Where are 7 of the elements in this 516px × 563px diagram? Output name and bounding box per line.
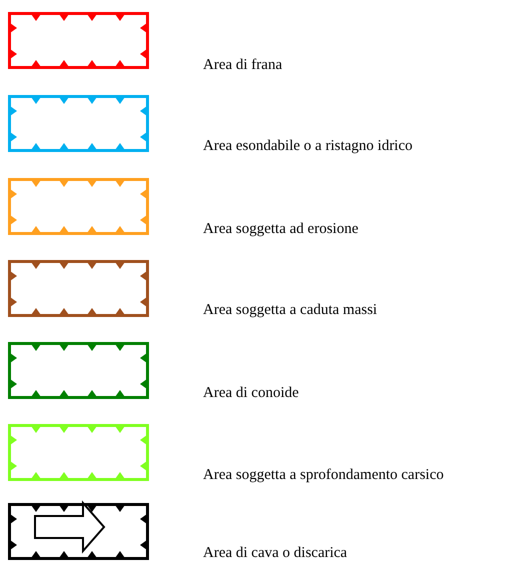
legend-label: Area soggetta ad erosione bbox=[203, 220, 358, 238]
legend-label: Area di cava o discarica bbox=[203, 544, 348, 562]
legend-label: Area di frana bbox=[203, 56, 282, 74]
legend-label: Area soggetta a sprofondamento carsico bbox=[203, 466, 444, 484]
legend-label: Area esondabile o a ristagno idrico bbox=[203, 137, 413, 155]
legend-label: Area soggetta a caduta massi bbox=[203, 301, 378, 319]
legend-label: Area di conoide bbox=[203, 384, 299, 402]
